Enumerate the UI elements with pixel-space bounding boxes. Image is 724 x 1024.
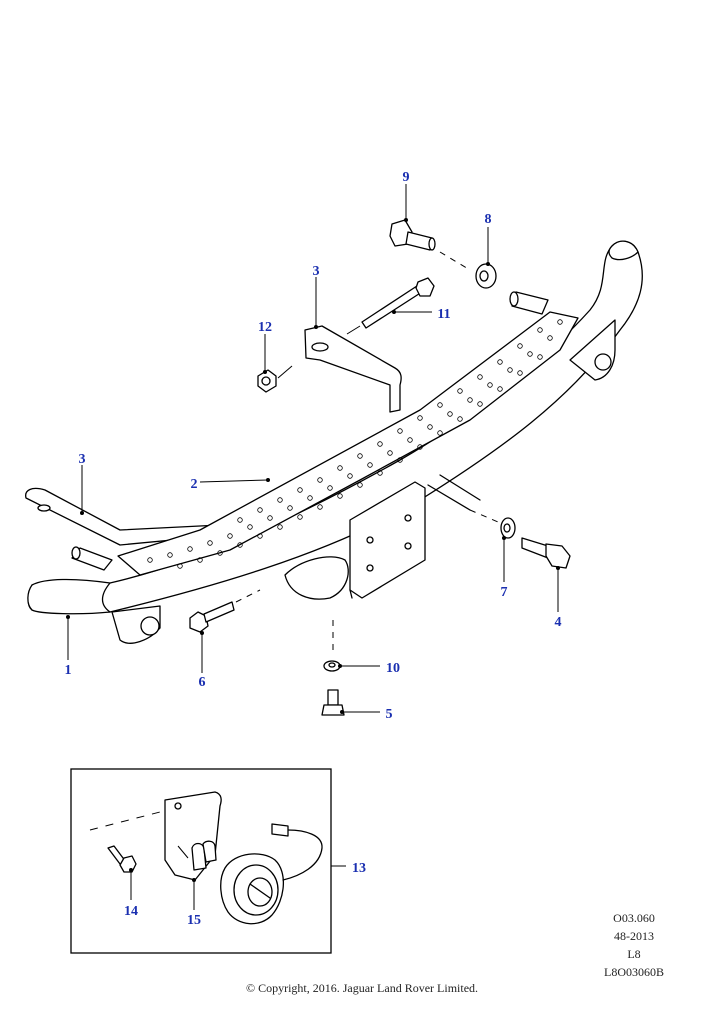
- step-treads: [147, 319, 563, 569]
- callout-8: 8: [485, 212, 492, 227]
- washer-part-7: [500, 517, 516, 539]
- bolt-part-5: [321, 689, 345, 716]
- callout-6: 6: [199, 675, 206, 690]
- reference-model: L8: [627, 947, 641, 961]
- callout-10: 10: [386, 661, 400, 676]
- callout-7: 7: [501, 585, 508, 600]
- bracket-upper-slot: [311, 342, 329, 352]
- bolt-part-14: [107, 845, 137, 873]
- nut-part-12: [257, 369, 277, 393]
- tow-plate-hole: [404, 542, 412, 550]
- step-tube-part-1: [27, 240, 643, 613]
- callout-15: 15: [187, 913, 201, 928]
- callout-9: 9: [403, 170, 410, 185]
- tow-plate-hole: [366, 536, 374, 544]
- bolt-part-4: [521, 537, 571, 569]
- callout-leaders: [66, 184, 560, 910]
- bolt-part-11: [361, 277, 435, 329]
- reference-date: 48-2013: [614, 929, 654, 943]
- washer-part-10: [323, 660, 341, 672]
- washer-part-8: [475, 263, 497, 289]
- step-plate-part-2: [117, 311, 579, 576]
- callout-13: 13: [352, 861, 366, 876]
- copyright-notice: © Copyright, 2016. Jaguar Land Rover Lim…: [245, 981, 479, 995]
- reference-code: O03.060: [613, 911, 655, 925]
- callout-4: 4: [555, 615, 562, 630]
- reference-block: O03.060 48-2013 L8 L8O03060B: [604, 909, 664, 981]
- bolt-part-9: [389, 219, 436, 251]
- callout-11: 11: [437, 307, 450, 322]
- tube-right-end: [608, 240, 639, 261]
- mounting-bracket-upper: [304, 325, 402, 413]
- tow-plate-hole: [366, 564, 374, 572]
- socket-cable: [282, 829, 323, 881]
- socket-connector: [271, 823, 289, 837]
- rear-step-tube-assembly: [25, 240, 643, 644]
- callout-labels: 1 2 3 3 4 5 6 7 8 9 10 11 12 13 14 15: [65, 170, 562, 928]
- callout-3-lower: 3: [79, 452, 86, 467]
- callout-3-upper: 3: [313, 264, 320, 279]
- bracket-slot: [37, 504, 51, 512]
- tube-left-end: [27, 578, 111, 615]
- callout-2: 2: [191, 477, 198, 492]
- tow-hook: [284, 556, 349, 600]
- electrics-inset: [70, 768, 332, 954]
- tube-lug-left-hole: [140, 616, 160, 636]
- tow-plate-hole: [404, 514, 412, 522]
- callout-5: 5: [386, 707, 393, 722]
- callout-14: 14: [124, 904, 138, 919]
- tube-lug-right-hole: [594, 353, 612, 371]
- callout-12: 12: [258, 320, 272, 335]
- fasteners: [189, 219, 571, 716]
- reference-illustration-id: L8O03060B: [604, 965, 664, 979]
- callout-1: 1: [65, 663, 72, 678]
- inset-frame: [70, 768, 332, 954]
- bolt-part-6: [189, 601, 235, 633]
